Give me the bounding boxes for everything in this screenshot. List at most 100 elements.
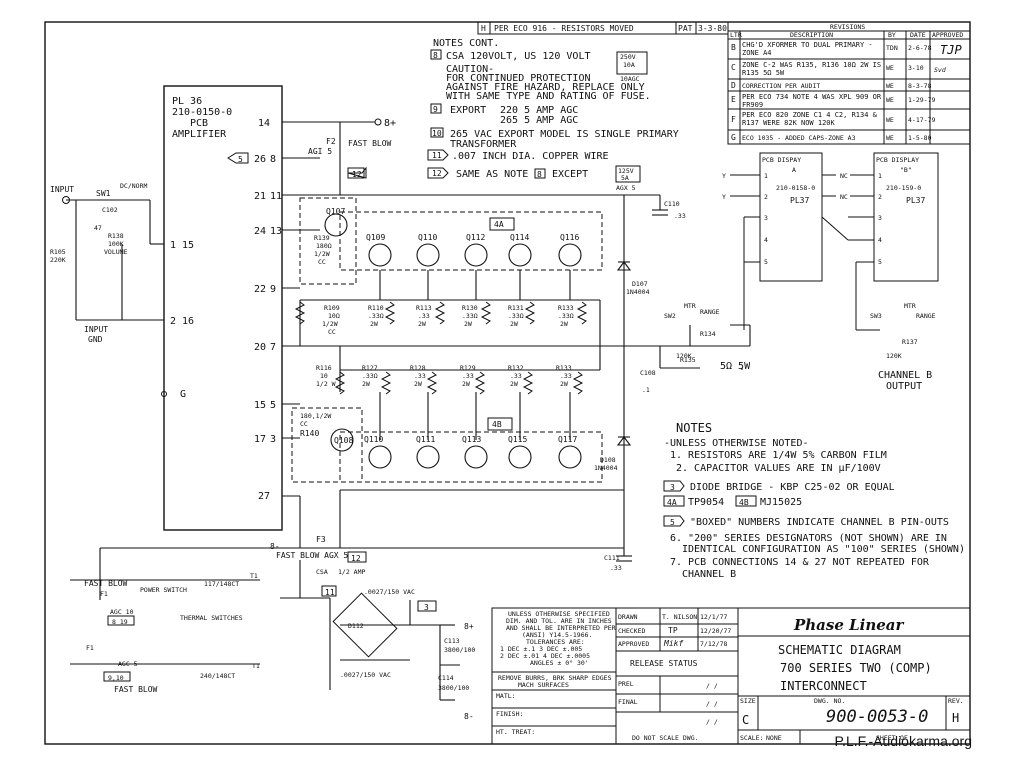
d112: D112 <box>348 622 364 630</box>
r138-name: VOLUME <box>104 248 128 256</box>
note-line-4: TP9054 <box>688 497 724 508</box>
drawn-date: 12/1/77 <box>700 613 727 621</box>
spec-5: 1 DEC ±.1 3 DEC ±.005 <box>500 645 582 653</box>
rev-g-date: 1-5-80 <box>908 134 932 142</box>
disp-b-pin5: 5 <box>878 258 882 266</box>
disp-a-pin2: 2 <box>764 193 768 201</box>
r139-4: CC <box>318 258 326 266</box>
t1a-value: 117/148CT <box>204 580 239 588</box>
input-gnd-2: GND <box>88 335 103 344</box>
spec-0: UNLESS OTHERWISE SPECIFIED <box>508 610 610 618</box>
release-status: RELEASE STATUS <box>630 659 698 668</box>
sw3: SW3 <box>870 312 882 320</box>
r113-1: R113 <box>416 304 432 312</box>
pin-8: 8 <box>270 154 276 165</box>
disp-b-1: PCB DISPLAY <box>876 156 919 164</box>
rev-d-date: 8-3-78 <box>908 82 932 90</box>
disp-a-pin3: 3 <box>764 214 768 222</box>
rev-col-date: DATE <box>910 31 926 39</box>
c114-2: 3800/100 <box>438 684 469 692</box>
rev-h-text: PER ECO 916 - RESISTORS MOVED <box>494 24 634 33</box>
dc-norm: DC/NORM <box>120 182 147 190</box>
pin-labels: 14 26 8 21 11 24 13 22 9 20 7 15 5 17 3 … <box>161 118 282 502</box>
fast-blow-f2: FAST BLOW <box>348 139 392 148</box>
q113: Q113 <box>462 435 481 444</box>
checked-by: TP <box>668 626 678 635</box>
scale-value: NONE <box>766 734 782 742</box>
dwg-title-3: INTERCONNECT <box>780 679 867 693</box>
sw2-mtr: MTR <box>684 302 696 310</box>
pin-22: 22 <box>254 284 266 295</box>
tag-4a: 4A <box>494 220 504 229</box>
tag-11-power: 11 <box>325 588 335 597</box>
r134-value: 120K <box>676 352 692 360</box>
rev-g-ltr: G <box>731 133 736 142</box>
tags <box>227 152 515 612</box>
disp-b-2: "B" <box>900 166 912 174</box>
rev-b-by: TDN <box>886 44 898 52</box>
company-name: Phase Linear <box>793 616 905 634</box>
revisions-table <box>727 21 971 145</box>
sw3-range: RANGE <box>916 312 936 320</box>
rev-f-ltr: F <box>731 115 736 124</box>
display-wires <box>730 174 880 331</box>
r109-3: 1/2W <box>322 320 338 328</box>
caution-3: AGAINST FIRE HAZARD, REPLACE ONLY <box>446 82 645 93</box>
pin-14: 14 <box>258 118 270 129</box>
q114: Q114 <box>510 233 529 242</box>
rev-d-desc: CORRECTION PER AUDIT <box>742 82 820 90</box>
note-12-ref: 8 <box>537 170 542 179</box>
input-section: INPUT SW1 DC/NORM C102 47 R105 220K R138… <box>50 182 147 344</box>
power-supply: FAST BLOW F1 AGC 10 8 19 POWER SWITCH TH… <box>84 568 475 721</box>
sheet-prefix: SHEET <box>876 734 896 742</box>
drawn-label: DRAWN <box>618 613 638 621</box>
r128-3: 2W <box>414 380 422 388</box>
rev-e-by: WE <box>886 96 894 104</box>
final: FINAL <box>618 698 638 706</box>
c110-1: C110 <box>664 200 680 208</box>
ps-fast-blow2: FAST BLOW <box>114 685 158 694</box>
resistor-labels: R109 10Ω 1/2W CC R110 .33Ω 2W R113 .33 2… <box>316 304 574 388</box>
c108-value: .1 <box>642 386 650 394</box>
d107-2: 1N4004 <box>626 288 650 296</box>
r133b-3: 2W <box>560 380 568 388</box>
cap-bottom: .0027/150 VAC <box>340 671 391 679</box>
chb-out-1: CHANNEL B <box>878 370 932 381</box>
note-10-tag: 10 <box>432 129 442 138</box>
note-line-10: CHANNEL B <box>682 569 736 580</box>
spec-4: TOLERANCES ARE: <box>526 638 585 646</box>
pin-3: 3 <box>270 434 276 445</box>
ps-pin819: 8 19 <box>112 618 128 626</box>
caution-1: CAUTION- <box>446 64 494 75</box>
title-block-text: UNLESS OTHERWISE SPECIFIED DIM. AND TOL.… <box>496 610 964 742</box>
r140-1: 180,1/2W <box>300 412 331 420</box>
note-12-tag: 12 <box>432 169 442 178</box>
r133-3: 2W <box>560 320 568 328</box>
rev-c-appr: Svd <box>934 66 946 74</box>
ht-treat: HT. TREAT: <box>496 728 535 736</box>
d107-1: D107 <box>632 280 648 288</box>
ps-f1: F1 <box>100 590 108 598</box>
note-9-tag: 9 <box>433 105 438 114</box>
dwg-title-1: SCHEMATIC DIAGRAM <box>778 643 901 657</box>
r130-3: 2W <box>464 320 472 328</box>
note-4b-tag: 4B <box>739 498 749 507</box>
t1a: T1 <box>250 572 258 580</box>
note-4a-tag: 4A <box>667 498 677 507</box>
disp-a-pin5: 5 <box>764 258 768 266</box>
except-box-1: 125V <box>618 167 634 175</box>
power-switch: POWER SWITCH <box>140 586 187 594</box>
disp-b-pin3: 3 <box>878 214 882 222</box>
rev-b-ltr: B <box>731 43 736 52</box>
rev-e-date: 1-29-79 <box>908 96 935 104</box>
note-line-9: 7. PCB CONNECTIONS 14 & 27 NOT REPEATED … <box>670 557 930 568</box>
rev-e-desc: PER ECO 734 NOTE 4 WAS XPL 909 OR FR909 <box>742 93 882 109</box>
f2: F2 <box>326 137 336 146</box>
approved-date: 7/12/78 <box>700 640 727 648</box>
sw2: SW2 <box>664 312 676 320</box>
r131-1: R131 <box>508 304 524 312</box>
caution-4: WITH SAME TYPE AND RATING OF FUSE. <box>446 91 651 102</box>
pin-7: 7 <box>270 342 276 353</box>
r132-1: R132 <box>508 364 524 372</box>
r105: R105 <box>50 248 66 256</box>
